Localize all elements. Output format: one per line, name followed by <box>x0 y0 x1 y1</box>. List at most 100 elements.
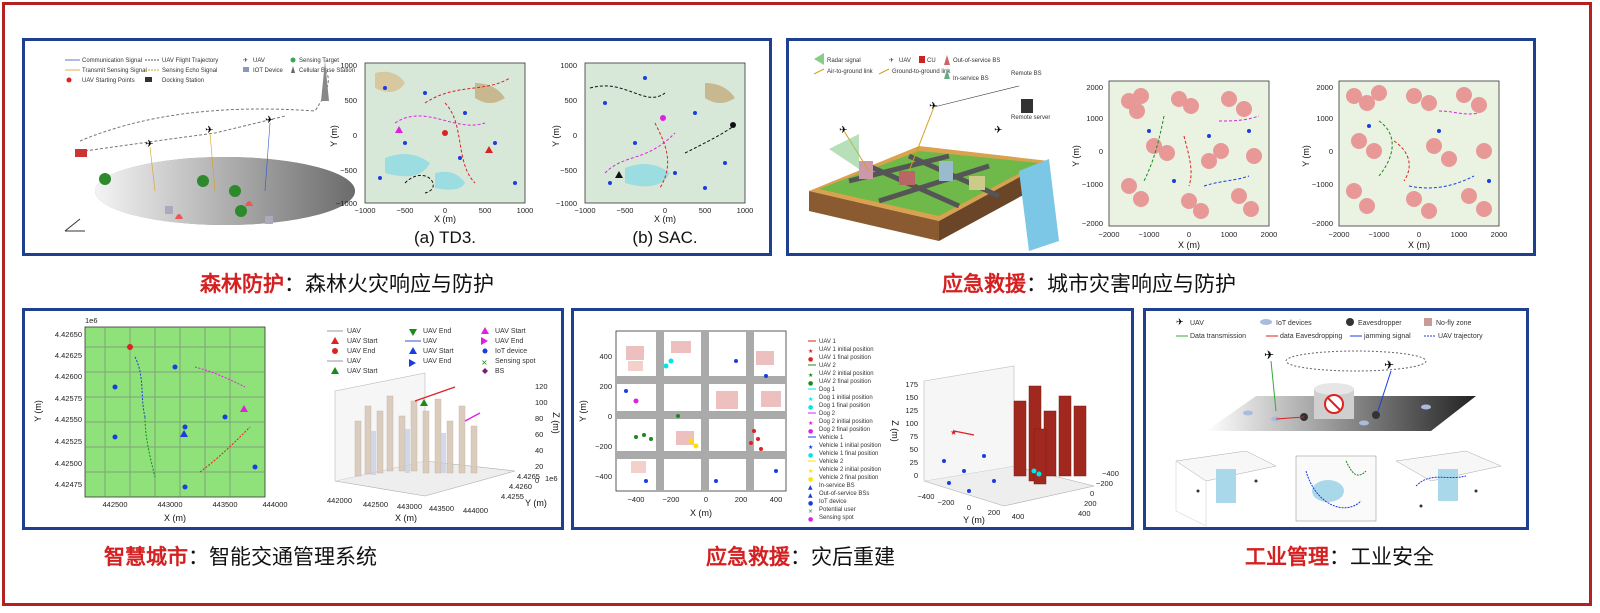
svg-text:✈: ✈ <box>205 125 213 136</box>
svg-text:0: 0 <box>608 412 612 421</box>
svg-text:Cellular Base Station: Cellular Base Station <box>299 68 355 74</box>
svg-text:−1000: −1000 <box>1138 230 1159 239</box>
caption-urban: 应急救援：城市灾害响应与防护 <box>942 272 1236 296</box>
svg-text:Dog 2 final position: Dog 2 final position <box>819 427 870 433</box>
svg-text:●: ● <box>808 380 813 387</box>
svg-text:UAV: UAV <box>347 328 361 335</box>
city-3d-plot <box>334 372 516 497</box>
svg-text:Dog 1: Dog 1 <box>819 387 836 393</box>
svg-text:442500: 442500 <box>363 500 388 509</box>
svg-text:UAV End: UAV End <box>495 338 523 345</box>
svg-text:−200: −200 <box>595 442 612 451</box>
svg-text:20: 20 <box>535 462 543 471</box>
urban-scene: ✈ ✈ ✈ <box>809 85 1059 251</box>
svg-text:−200: −200 <box>663 495 680 504</box>
svg-text:UAV Starting Points: UAV Starting Points <box>82 78 135 84</box>
svg-text:−1000: −1000 <box>1082 180 1103 189</box>
panel-rebuild: 400 200 0 −200 −400 −400 −200 0 200 400 … <box>571 308 1134 530</box>
svg-text:✈: ✈ <box>1176 318 1184 328</box>
svg-text:−1000: −1000 <box>1368 230 1389 239</box>
svg-text:400: 400 <box>599 352 612 361</box>
svg-text:Radar signal: Radar signal <box>827 58 861 64</box>
svg-text:120: 120 <box>535 382 548 391</box>
svg-text:442000: 442000 <box>327 496 352 505</box>
rebuild-legend-1: UAV 1 UAV 1 initial position UAV 1 final… <box>808 339 881 523</box>
svg-text:✈: ✈ <box>929 101 937 112</box>
svg-text:0: 0 <box>1417 230 1421 239</box>
svg-text:●: ● <box>808 452 813 459</box>
svg-text:(b) SAC.: (b) SAC. <box>632 228 697 247</box>
svg-text:★: ★ <box>808 468 813 475</box>
svg-text:200: 200 <box>735 495 748 504</box>
svg-text:★: ★ <box>808 396 813 403</box>
svg-text:1000: 1000 <box>560 61 577 70</box>
svg-text:Ground-to-ground link: Ground-to-ground link <box>892 69 951 75</box>
panel-industry: ✈UAV IoT devices Eavesdropper No-fly zon… <box>1143 308 1529 530</box>
svg-text:−2000: −2000 <box>1082 219 1103 228</box>
caption-industry: 工业管理：工业安全 <box>1245 545 1434 569</box>
svg-text:200: 200 <box>1084 499 1097 508</box>
svg-text:Z (m): Z (m) <box>890 420 900 442</box>
svg-text:UAV 1 final position: UAV 1 final position <box>819 355 871 361</box>
svg-text:−1000: −1000 <box>336 199 357 208</box>
svg-text:175: 175 <box>905 380 918 389</box>
svg-text:X (m): X (m) <box>1178 240 1200 250</box>
svg-text:IoT devices: IoT devices <box>1276 320 1312 327</box>
caption-rebuild: 应急救援：灾后重建 <box>706 545 895 569</box>
svg-text:UAV End: UAV End <box>423 328 451 335</box>
svg-text:−2000: −2000 <box>1312 219 1333 228</box>
svg-text:UAV 1 initial position: UAV 1 initial position <box>819 347 874 353</box>
rebuild-3d-plot: ★ <box>923 365 1095 507</box>
svg-text:●: ● <box>808 500 813 507</box>
svg-text:443500: 443500 <box>429 504 454 513</box>
caption-forest: 森林防护：森林火灾响应与防护 <box>200 272 494 296</box>
svg-text:●: ● <box>808 516 813 523</box>
svg-text:UAV: UAV <box>347 358 361 365</box>
svg-text:Dog 1 final position: Dog 1 final position <box>819 403 870 409</box>
svg-text:443000: 443000 <box>397 502 422 511</box>
svg-text:444000: 444000 <box>463 506 488 515</box>
svg-text:0: 0 <box>1187 230 1191 239</box>
svg-text:Data transmission: Data transmission <box>1190 333 1246 340</box>
industry-subplot-3 <box>1395 450 1502 508</box>
svg-text:X (m): X (m) <box>164 513 186 523</box>
svg-text:0: 0 <box>1090 489 1094 498</box>
svg-text:Eavesdropper: Eavesdropper <box>1358 320 1402 327</box>
svg-text:X (m): X (m) <box>654 214 676 224</box>
svg-text:25: 25 <box>910 458 918 467</box>
svg-text:★: ★ <box>808 348 813 355</box>
svg-text:−500: −500 <box>560 166 577 175</box>
city-legend: UAV UAV Start UAV End UAV UAV Start UAV … <box>327 327 536 375</box>
svg-text:500: 500 <box>344 96 357 105</box>
forest-plot-b <box>584 62 746 204</box>
urban-plot-1 <box>1108 80 1270 227</box>
svg-text:×: × <box>808 508 813 515</box>
svg-text:(a) TD3.: (a) TD3. <box>414 228 476 247</box>
forest-scene: ✈ ✈ ✈ <box>64 61 355 232</box>
svg-text:✈: ✈ <box>994 125 1002 136</box>
svg-text:4.42600: 4.42600 <box>55 372 82 381</box>
svg-text:✈: ✈ <box>839 125 847 136</box>
svg-text:Vehicle 2: Vehicle 2 <box>819 459 844 465</box>
industry-subplot-1 <box>1175 450 1277 527</box>
svg-text:Communication Signal: Communication Signal <box>82 58 142 64</box>
svg-text:✈: ✈ <box>265 115 273 126</box>
svg-text:UAV 2: UAV 2 <box>819 363 837 369</box>
svg-text:In-service BS: In-service BS <box>819 483 855 489</box>
svg-text:0: 0 <box>573 131 577 140</box>
svg-text:★: ★ <box>808 444 813 451</box>
svg-text:IoT device: IoT device <box>495 348 527 355</box>
svg-text:UAV 1: UAV 1 <box>819 339 837 345</box>
panel-city: 1e6 4.42650 4.42625 4.42600 4.42575 4.42… <box>22 308 564 530</box>
svg-text:✈: ✈ <box>1384 358 1394 372</box>
svg-text:4.42475: 4.42475 <box>55 480 82 489</box>
svg-text:4.4255: 4.4255 <box>501 492 524 501</box>
svg-text:Vehicle 1 initial position: Vehicle 1 initial position <box>819 443 881 449</box>
svg-text:IoT device: IoT device <box>819 499 847 505</box>
svg-text:Y (m): Y (m) <box>551 125 561 147</box>
svg-text:−2000: −2000 <box>1328 230 1349 239</box>
forest-legend: Communication Signal UAV Flight Trajecto… <box>65 57 355 84</box>
svg-text:UAV Start: UAV Start <box>347 338 378 345</box>
svg-text:X (m): X (m) <box>395 513 417 523</box>
svg-text:UAV End: UAV End <box>423 358 451 365</box>
